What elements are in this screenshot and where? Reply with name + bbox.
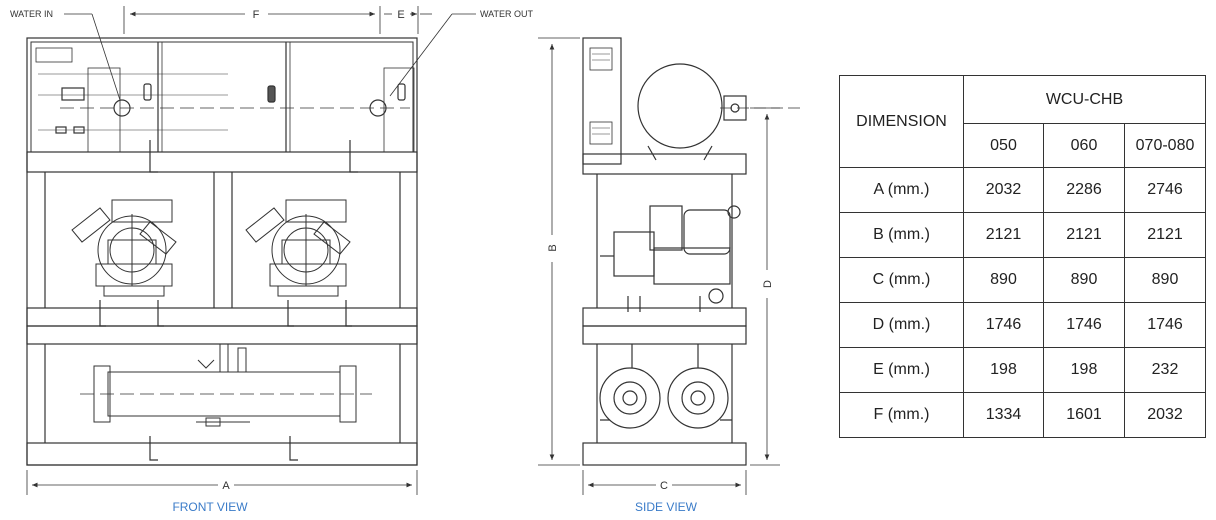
table-cell: 232 — [1124, 347, 1206, 393]
side-view — [582, 37, 800, 466]
front-view — [26, 37, 418, 466]
row-label: C (mm.) — [839, 257, 964, 303]
front-view-caption: FRONT VIEW — [172, 500, 248, 514]
side-view-caption: SIDE VIEW — [635, 500, 698, 514]
table-row: C (mm.) 890 890 890 — [839, 257, 1206, 303]
row-label: B (mm.) — [839, 212, 964, 258]
table-cell: 1746 — [963, 302, 1044, 348]
model-header: 060 — [1043, 123, 1125, 168]
compressor-left — [71, 199, 177, 297]
table-cell: 1601 — [1043, 392, 1125, 438]
table-cell: 198 — [1043, 347, 1125, 393]
table-cell: 2121 — [963, 212, 1044, 258]
table-row: E (mm.) 198 198 232 — [839, 347, 1206, 393]
dim-c-label: C — [660, 480, 668, 492]
table-cell: 1746 — [1043, 302, 1125, 348]
dimension-table: DIMENSION WCU-CHB 050 060 070-080 A (mm.… — [839, 75, 1206, 438]
water-in-label: WATER IN — [10, 9, 53, 19]
table-row: B (mm.) 2121 2121 2121 — [839, 212, 1206, 258]
table-cell: 198 — [963, 347, 1044, 393]
table-cell: 2121 — [1043, 212, 1125, 258]
side-dimensions — [538, 37, 780, 495]
table-cell: 2032 — [963, 167, 1044, 213]
dim-b-label: B — [547, 244, 559, 251]
table-row: A (mm.) 2032 2286 2746 — [839, 167, 1206, 213]
row-label: F (mm.) — [839, 392, 964, 438]
compressor-right — [245, 199, 351, 297]
dim-f-label: F — [253, 9, 260, 21]
row-label: E (mm.) — [839, 347, 964, 393]
table-row: D (mm.) 1746 1746 1746 — [839, 302, 1206, 348]
model-header: 050 — [963, 123, 1044, 168]
table-cell: 1334 — [963, 392, 1044, 438]
dim-a-label: A — [222, 480, 230, 492]
technical-drawing: WATER IN WATER OUT F E A C B D FRONT VIE… — [10, 6, 800, 514]
front-dimensions — [26, 6, 476, 495]
dim-e-label: E — [397, 9, 404, 21]
row-label: A (mm.) — [839, 167, 964, 213]
table-cell: 890 — [1043, 257, 1125, 303]
condenser — [80, 343, 372, 427]
dim-d-label: D — [762, 280, 774, 288]
row-label: D (mm.) — [839, 302, 964, 348]
table-cell: 890 — [963, 257, 1044, 303]
table-cell: 2746 — [1124, 167, 1206, 213]
water-out-label: WATER OUT — [480, 9, 533, 19]
table-cell: 2286 — [1043, 167, 1125, 213]
table-row: F (mm.) 1334 1601 2032 — [839, 392, 1206, 438]
dimension-header: DIMENSION — [839, 75, 964, 168]
table-cell: 2121 — [1124, 212, 1206, 258]
model-group-header: WCU-CHB — [963, 75, 1206, 124]
table-cell: 1746 — [1124, 302, 1206, 348]
table-cell: 2032 — [1124, 392, 1206, 438]
table-cell: 890 — [1124, 257, 1206, 303]
model-header: 070-080 — [1124, 123, 1206, 168]
